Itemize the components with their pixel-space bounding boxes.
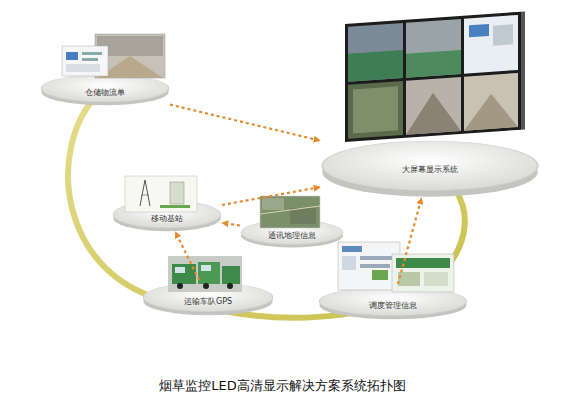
dashed-arrow xyxy=(398,198,422,284)
warehouse-picture xyxy=(62,34,165,78)
dashed-arrow xyxy=(170,105,320,141)
dashed-arrow xyxy=(222,187,320,205)
caption: 烟草监控LED高清显示解决方案系统拓扑图 xyxy=(0,377,565,395)
map-picture xyxy=(260,196,320,228)
base-station-picture xyxy=(125,176,197,212)
dashed-arrow xyxy=(175,232,199,280)
dispatch-picture xyxy=(338,242,454,292)
node-label: 通讯地理信息 xyxy=(268,232,316,240)
node-label: 仓储物流单 xyxy=(85,89,125,97)
dashed-arrow xyxy=(222,223,240,226)
node-label: 运输车队GPS xyxy=(184,298,232,306)
platform-node: 大屏幕显示系统 xyxy=(320,136,540,198)
node-label: 大屏幕显示系统 xyxy=(402,166,458,174)
node-label: 移动基站 xyxy=(151,215,183,223)
truck-fleet-picture xyxy=(168,256,242,292)
video-wall xyxy=(345,11,525,142)
node-label: 调度管理信息 xyxy=(369,302,417,310)
